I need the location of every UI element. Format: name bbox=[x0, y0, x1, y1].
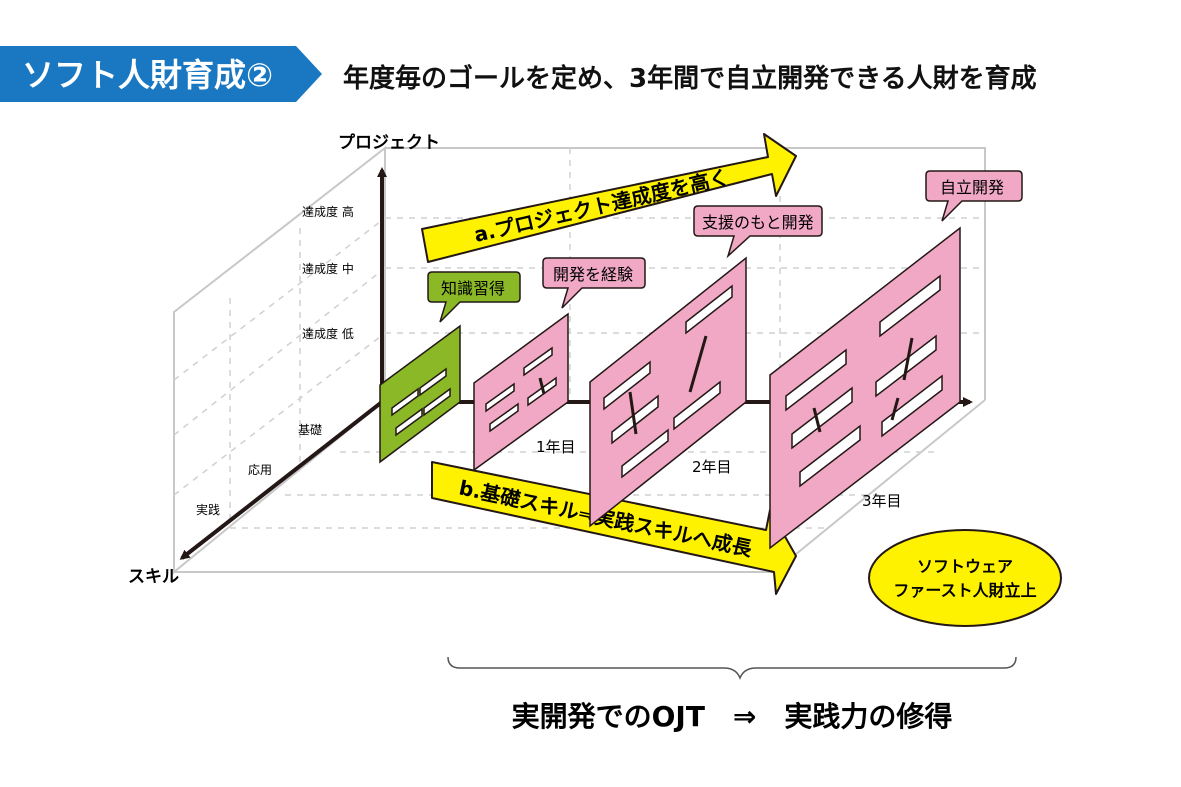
level-label-mid: 達成度 中 bbox=[302, 261, 354, 276]
goal-line-2: ファースト人財立上 bbox=[893, 581, 1036, 600]
year-label-2: 2年目 bbox=[692, 458, 732, 476]
skill-label-basic: 基礎 bbox=[298, 423, 322, 437]
header-subtitle: 年度毎のゴールを定め、3年間で自立開発できる人財を育成 bbox=[343, 63, 1037, 94]
header-badge-text: ソフト人財育成② bbox=[22, 56, 273, 94]
skill-label-applied: 応用 bbox=[248, 463, 272, 477]
callout-supported: 支援のもと開発 bbox=[693, 205, 823, 259]
panel-year-1 bbox=[473, 312, 569, 472]
callout-independent: 自立開発 bbox=[925, 170, 1023, 222]
header-badge: ソフト人財育成② bbox=[0, 46, 322, 102]
callout-knowledge: 知識習得 bbox=[427, 271, 521, 323]
callout-experience-text: 開発を経験 bbox=[553, 265, 633, 284]
axis-label-skill: スキル bbox=[128, 567, 179, 587]
callout-experience: 開発を経験 bbox=[542, 257, 646, 309]
footer-text: 実開発でのOJT ⇒ 実践力の修得 bbox=[512, 700, 953, 733]
callout-supported-text: 支援のもと開発 bbox=[702, 213, 814, 232]
panel-year-2 bbox=[589, 256, 747, 528]
callout-independent-text: 自立開発 bbox=[940, 178, 1004, 197]
axis-label-project: プロジェクト bbox=[338, 132, 440, 153]
level-label-low: 達成度 低 bbox=[302, 326, 354, 341]
arrow-a-text: a.プロジェクト達成度を高く bbox=[472, 165, 732, 247]
goal-ellipse: ソフトウェア ファースト人財立上 bbox=[868, 529, 1062, 627]
goal-line-1: ソフトウェア bbox=[917, 557, 1013, 576]
panel-knowledge bbox=[379, 324, 461, 464]
year-label-3: 3年目 bbox=[862, 492, 902, 510]
level-label-high: 達成度 高 bbox=[302, 204, 354, 219]
panel-year-3 bbox=[769, 226, 961, 550]
brace bbox=[447, 656, 1017, 681]
year-label-1: 1年目 bbox=[536, 438, 576, 456]
skill-label-practice: 実践 bbox=[196, 502, 220, 517]
callout-knowledge-text: 知識習得 bbox=[441, 279, 505, 298]
